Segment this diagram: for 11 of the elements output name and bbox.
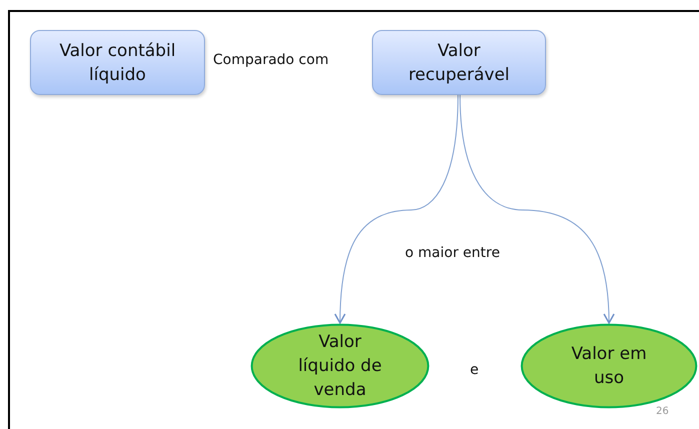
- text-label: e: [470, 362, 479, 378]
- curved-arrow: [334, 94, 458, 324]
- process-box: Valor recuperável: [372, 30, 546, 95]
- curved-arrow: [460, 94, 614, 324]
- node-label: Valor em uso: [570, 343, 648, 390]
- text-label: Comparado com: [213, 52, 329, 68]
- page-number: 26: [656, 406, 669, 417]
- process-box: Valor contábil líquido: [30, 30, 205, 95]
- node-label: Valor líquido de venda: [297, 331, 383, 402]
- text-label: o maior entre: [405, 245, 500, 261]
- ellipse-node: [250, 323, 430, 409]
